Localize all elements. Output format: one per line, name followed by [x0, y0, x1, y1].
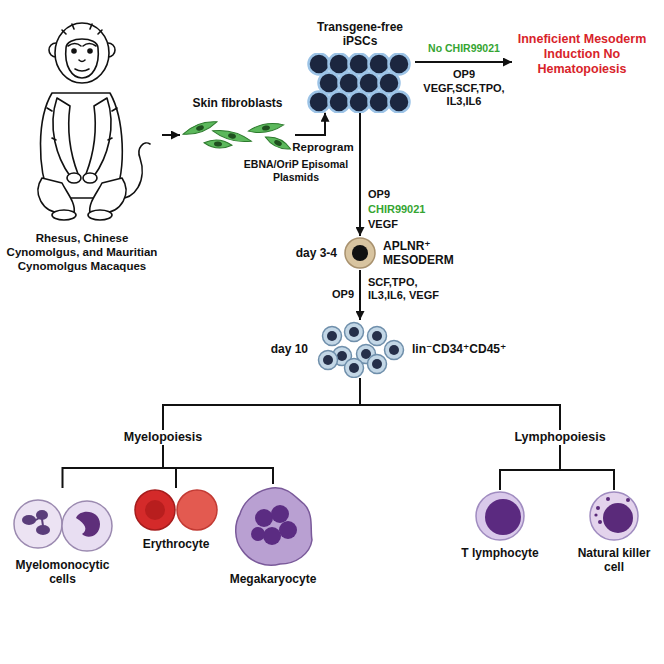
lineage-heading: Myelopoiesis [108, 430, 218, 445]
node-label: Erythrocyte [130, 537, 222, 551]
species-figure: Rhesus, Chinese Cynomolgus, and Mauritia… [2, 8, 162, 273]
condition-label: VEGF [368, 218, 428, 231]
cell-type: Erythrocyte [130, 488, 222, 551]
mesoderm-cell [343, 236, 377, 270]
mesoderm-node: day 3-4 APLNR⁺ MESODERM [220, 236, 500, 270]
node-label: Skin fibroblasts [180, 96, 295, 110]
erythrocytes [131, 488, 221, 533]
flow-arrow [162, 134, 180, 136]
condition-label: OP9 [418, 68, 510, 81]
cell-type: Megakaryocyte [226, 484, 320, 586]
progenitor-cluster [314, 320, 406, 378]
flow-arrow [359, 113, 361, 236]
condition-label: SCF,TPO, IL3,IL6, VEGF [368, 276, 448, 302]
population-marker: APLNR⁺ MESODERM [383, 239, 500, 268]
t-cell [470, 490, 530, 542]
node-label: Myelopoiesis [108, 430, 218, 445]
progenitor-node: day 10 lin⁻CD34⁺CD45⁺ [190, 320, 530, 378]
tree-line [500, 445, 560, 490]
node-label: Transgene-free iPSCs [305, 20, 415, 49]
lineage-heading: Lymphopoiesis [505, 430, 615, 445]
node-label: T lymphocyte [450, 546, 550, 560]
tree-line [163, 445, 273, 484]
ipsc-node: Transgene-free iPSCs [305, 20, 415, 113]
stage-day: day 3-4 [220, 246, 337, 260]
node-label: Inneficient Mesoderm Induction No Hemato… [512, 32, 652, 77]
cell-type: T lymphocyte [450, 490, 550, 560]
fibroblast-node: Skin fibroblasts [180, 96, 295, 152]
condition-label: CHIR99021 [368, 203, 448, 216]
process-label: EBNA/OriP Episomal Plasmids [240, 158, 352, 183]
cell-type: Natural killer cell [568, 490, 660, 575]
condition-label: OP9 [368, 188, 428, 201]
monkey-illustration [12, 8, 152, 228]
tree-line [163, 445, 176, 488]
node-label: Megakaryocyte [226, 572, 320, 586]
process-label: Reprogram [290, 141, 356, 155]
megakaryocyte-cell [230, 484, 316, 568]
flow-arrow [295, 113, 325, 135]
condition-label: VEGF,SCF,TPO, IL3,IL6 [418, 82, 510, 108]
nk-cell [584, 490, 644, 542]
cell-type: Myelomonocytic cells [5, 488, 120, 587]
tree-line [360, 378, 560, 430]
flow-arrow [359, 270, 361, 320]
node-label: Natural killer cell [568, 546, 660, 575]
stage-day: day 10 [190, 342, 308, 356]
flow-arrow [415, 61, 512, 63]
node-label: Rhesus, Chinese Cynomolgus, and Mauritia… [2, 232, 162, 273]
fibroblast-cells [180, 114, 295, 152]
tree-line [63, 445, 164, 488]
ipsc-colony [307, 53, 413, 113]
population-marker: lin⁻CD34⁺CD45⁺ [412, 342, 530, 356]
node-label: Myelomonocytic cells [5, 558, 120, 587]
myelomonocytic-cells [10, 488, 115, 554]
node-label: Lymphopoiesis [505, 430, 615, 445]
condition-label: OP9 [310, 288, 354, 301]
outcome-text: Inneficient Mesoderm Induction No Hemato… [512, 32, 652, 77]
condition-label: No CHIR99021 [418, 42, 510, 55]
tree-line [560, 445, 614, 490]
tree-line [163, 378, 360, 430]
